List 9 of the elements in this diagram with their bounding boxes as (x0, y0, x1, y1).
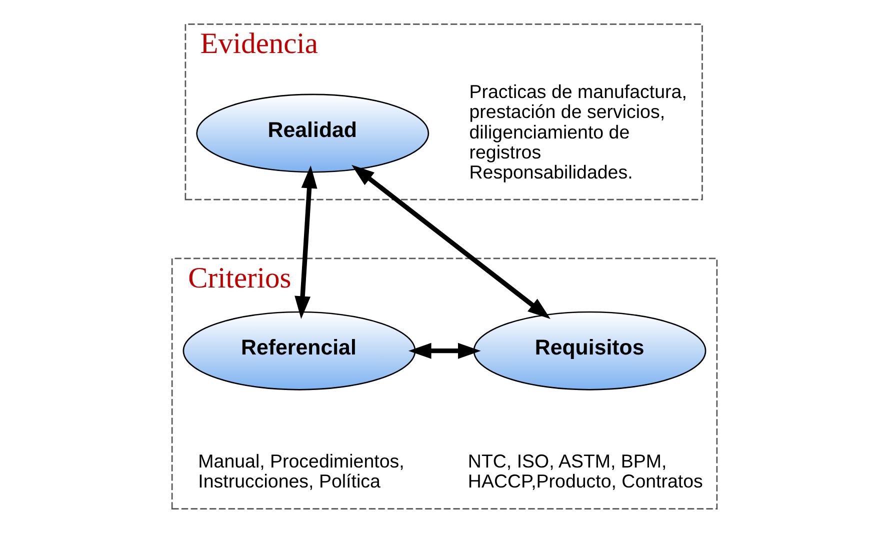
node-ellipse: Realidad (196, 94, 430, 173)
node-ellipse: Requisitos (473, 311, 706, 390)
node-label: Manual, Procedimientos, Instrucciones, Política (198, 450, 404, 492)
node-ellipse: Referencial (182, 311, 416, 390)
arrow (408, 342, 481, 359)
arrow (352, 164, 550, 320)
node-label: Practicas de manufactura, prestación de servicios, diligenciamiento de registros Responsabilidades. (469, 81, 687, 182)
arrow (294, 165, 318, 320)
node-label: NTC, ISO, ASTM, BPM, HACCP,Producto, Contratos (468, 450, 703, 492)
